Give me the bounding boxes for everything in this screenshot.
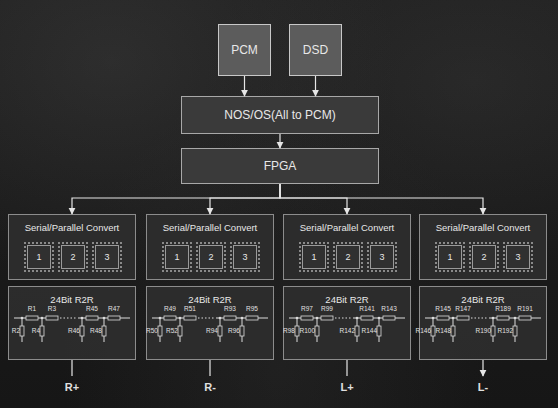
chip-icon: 1 — [27, 245, 51, 269]
process-box: NOS/OS(All to PCM) — [181, 96, 379, 134]
process-box: FPGA — [181, 148, 379, 184]
node-text: 3 — [379, 252, 384, 262]
node-text: 1 — [36, 252, 41, 262]
resistor-label: R50 — [146, 327, 158, 334]
flow-arrow — [72, 184, 280, 214]
output-label: R- — [204, 381, 216, 393]
source-box: DSD — [289, 24, 342, 76]
flow-arrow — [210, 184, 280, 214]
node-text: PCM — [231, 43, 258, 57]
node-text: 2 — [345, 252, 350, 262]
node-text: 24Bit R2R — [50, 294, 93, 305]
node-text: Serial/Parallel Convert — [163, 222, 258, 233]
node-text: 3 — [104, 252, 109, 262]
resistor-label: R142 — [339, 327, 355, 334]
node-text: 1 — [311, 252, 316, 262]
chip-icon: 2 — [336, 245, 360, 269]
flow-arrow — [280, 184, 483, 214]
resistor-label: R1 — [28, 305, 36, 312]
resistor-label: R147 — [455, 305, 471, 312]
output-label: L- — [478, 381, 488, 393]
converter-box: Serial/Parallel Convert 1 2 3 — [8, 214, 136, 280]
converter-box: Serial/Parallel Convert 1 2 3 — [419, 214, 547, 280]
node-text: 2 — [70, 252, 75, 262]
resistor-label: R46 — [68, 327, 80, 334]
chip-icon: 2 — [472, 245, 496, 269]
resistor-label: R94 — [206, 327, 218, 334]
node-text: Serial/Parallel Convert — [25, 222, 120, 233]
node-text: 24Bit R2R — [188, 294, 231, 305]
flow-arrow — [279, 134, 280, 148]
chip-icon: 1 — [165, 245, 189, 269]
output-label: L+ — [340, 381, 353, 393]
node-text: 2 — [481, 252, 486, 262]
node-text: 3 — [515, 252, 520, 262]
dac-box: 24Bit R2R — [146, 286, 274, 360]
node-text: Serial/Parallel Convert — [436, 222, 531, 233]
chip-icon: 3 — [506, 245, 530, 269]
resistor-label: R96 — [228, 327, 240, 334]
chip-icon: 3 — [233, 245, 257, 269]
resistor-label: R190 — [475, 327, 491, 334]
resistor-label: R48 — [90, 327, 102, 334]
resistor-label: R148 — [435, 327, 451, 334]
resistor-label: R4 — [32, 327, 40, 334]
resistor-label: R192 — [497, 327, 513, 334]
converter-box: Serial/Parallel Convert 1 2 3 — [146, 214, 274, 280]
chip-icon: 3 — [95, 245, 119, 269]
chip-icon: 2 — [199, 245, 223, 269]
resistor-label: R189 — [495, 305, 511, 312]
resistor-label: R3 — [48, 305, 56, 312]
resistor-label: R49 — [164, 305, 176, 312]
source-box: PCM — [218, 24, 271, 76]
node-text: 24Bit R2R — [461, 294, 504, 305]
dac-box: 24Bit R2R — [283, 286, 411, 360]
resistor-label: R52 — [166, 327, 178, 334]
resistor-label: R2 — [12, 327, 20, 334]
flow-arrow — [244, 76, 245, 96]
resistor-label: R100 — [299, 327, 315, 334]
node-text: 3 — [242, 252, 247, 262]
node-text: 2 — [208, 252, 213, 262]
dac-box: 24Bit R2R — [8, 286, 136, 360]
chip-icon: 3 — [370, 245, 394, 269]
node-text: Serial/Parallel Convert — [300, 222, 395, 233]
flow-arrow — [280, 184, 347, 214]
resistor-label: R145 — [435, 305, 451, 312]
chip-icon: 1 — [438, 245, 462, 269]
node-text: 1 — [447, 252, 452, 262]
resistor-label: R47 — [108, 305, 120, 312]
resistor-label: R143 — [381, 305, 397, 312]
resistor-label: R93 — [224, 305, 236, 312]
node-text: FPGA — [264, 159, 297, 173]
resistor-label: R45 — [86, 305, 98, 312]
resistor-label: R98 — [283, 327, 295, 334]
chip-icon: 2 — [61, 245, 85, 269]
node-text: 24Bit R2R — [325, 294, 368, 305]
node-text: DSD — [303, 43, 328, 57]
resistor-label: R191 — [517, 305, 533, 312]
resistor-label: R99 — [321, 305, 333, 312]
resistor-label: R51 — [184, 305, 196, 312]
output-arrow — [72, 360, 483, 376]
resistor-label: R95 — [246, 305, 258, 312]
resistor-label: R141 — [359, 305, 375, 312]
resistor-label: R146 — [415, 327, 431, 334]
output-label: R+ — [65, 381, 79, 393]
flow-arrow — [315, 76, 316, 96]
resistor-label: R97 — [301, 305, 313, 312]
node-text: NOS/OS(All to PCM) — [224, 108, 335, 122]
chip-icon: 1 — [302, 245, 326, 269]
converter-box: Serial/Parallel Convert 1 2 3 — [283, 214, 411, 280]
resistor-label: R144 — [361, 327, 377, 334]
node-text: 1 — [174, 252, 179, 262]
dac-box: 24Bit R2R — [419, 286, 547, 360]
